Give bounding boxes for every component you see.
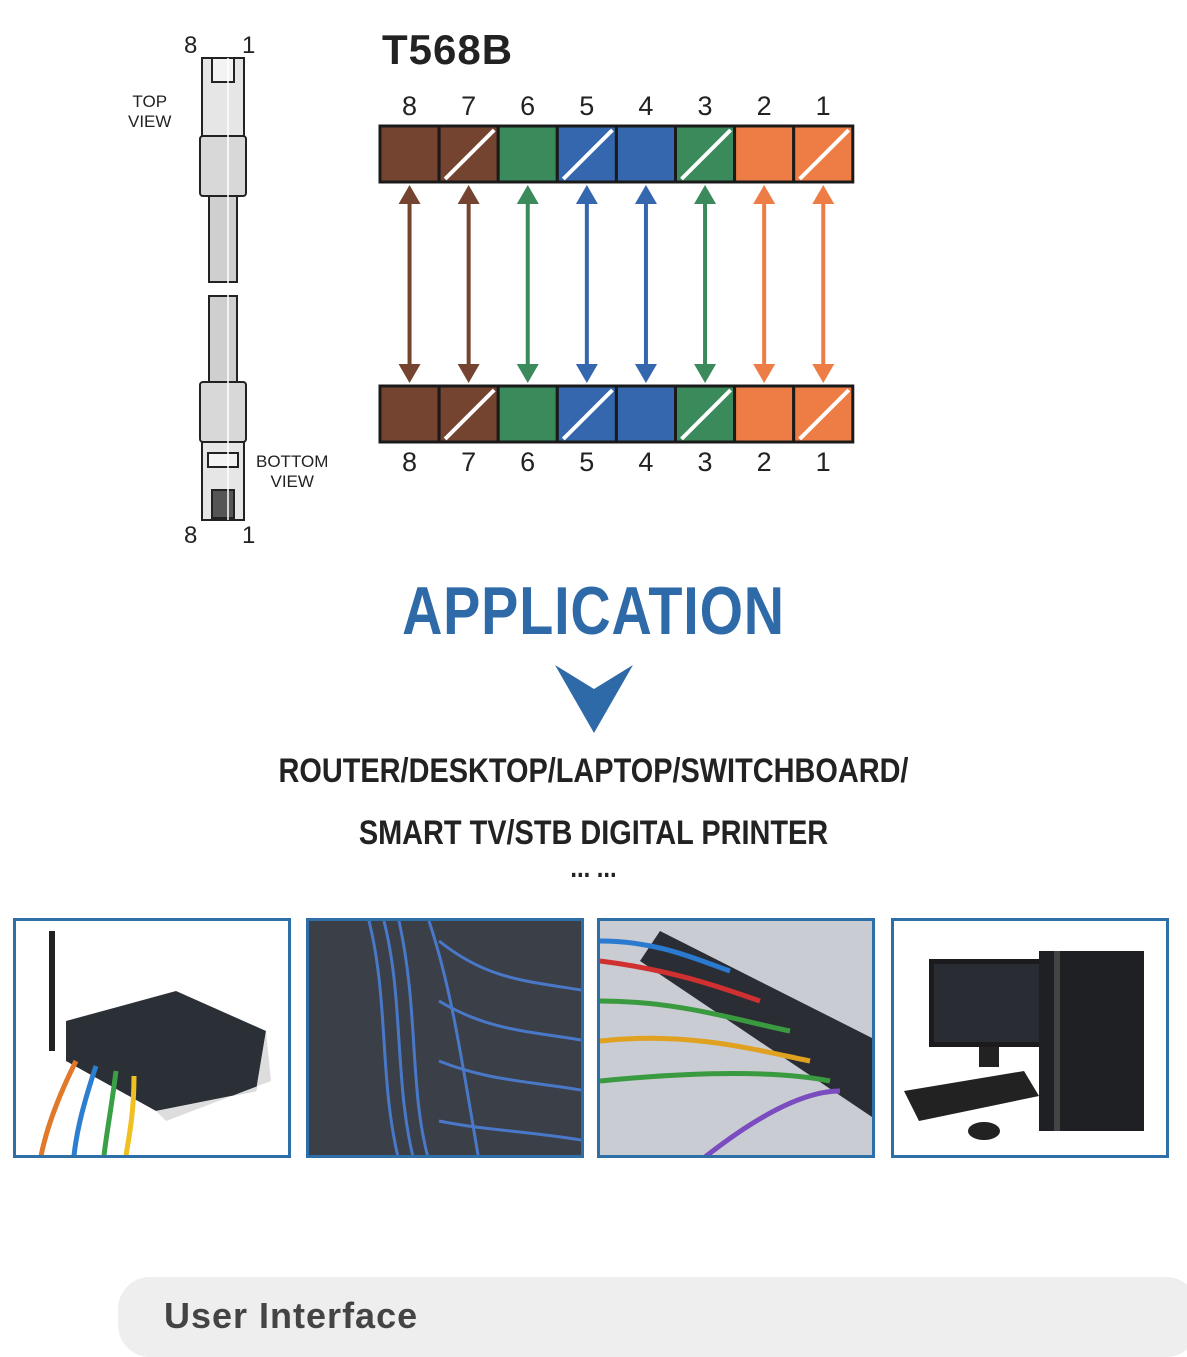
bottom-view-line1: BOTTOM — [256, 452, 329, 471]
rj45-cable-drawing — [199, 57, 247, 521]
application-list-line1: ROUTER/DESKTOP/LAPTOP/SWITCHBOARD/ — [278, 752, 909, 790]
pinout-svg — [378, 124, 855, 444]
top-pin-number: 4 — [638, 91, 654, 121]
bottom-pin-number: 7 — [461, 447, 477, 477]
top-pin-cell-2 — [733, 124, 796, 184]
desktop-computer-photo — [891, 918, 1169, 1158]
bottom-pin-1-label: 1 — [242, 522, 256, 549]
top-view-label: TOP VIEW — [128, 92, 171, 131]
bottom-view-line2: VIEW — [270, 471, 314, 491]
pin-6-connection-arrow — [516, 185, 539, 383]
white-stripe — [798, 388, 851, 441]
bottom-pin-8-label: 8 — [184, 522, 198, 549]
standard-title: T568B — [382, 26, 514, 73]
top-view-line2: VIEW — [128, 111, 172, 131]
white-stripe — [798, 128, 851, 181]
white-stripe — [443, 388, 496, 441]
top-pin-1-label: 1 — [242, 32, 256, 59]
top-pin-cell-4 — [614, 124, 678, 184]
pin-1-connection-arrow — [812, 185, 835, 383]
bottom-pin-cell-2 — [733, 384, 796, 444]
bottom-pin-number: 3 — [697, 447, 713, 477]
white-stripe — [561, 128, 614, 181]
down-arrow-icon — [555, 665, 633, 733]
top-pin-cell-6 — [496, 124, 559, 184]
top-pin-number: 2 — [756, 91, 772, 121]
bottom-pin-number: 8 — [401, 447, 418, 477]
t568b-pinout-diagram: 8 8 7 7 6 6 5 5 4 4 3 3 2 2 1 1 — [0, 0, 1187, 500]
white-stripe — [561, 388, 614, 441]
top-pin-8-label: 8 — [184, 32, 198, 59]
pin-2-connection-arrow — [753, 185, 776, 383]
top-pin-number: 1 — [815, 91, 831, 121]
top-pin-number: 3 — [697, 91, 713, 121]
top-pin-number: 6 — [520, 91, 536, 121]
top-pin-cell-8 — [378, 124, 441, 184]
bottom-pin-number: 2 — [756, 447, 772, 477]
bottom-pin-number: 4 — [638, 447, 654, 477]
white-stripe — [443, 128, 496, 181]
pin-5-connection-arrow — [575, 185, 598, 383]
pin-7-connection-arrow — [457, 185, 480, 383]
pin-8-connection-arrow — [398, 185, 421, 383]
cable-illustration: 8 1 TOP VIEW BOTTOM VIEW 8 1 — [120, 20, 360, 550]
bottom-pin-cell-4 — [614, 384, 678, 444]
top-pin-number: 7 — [461, 91, 477, 121]
white-stripe — [680, 388, 733, 441]
pin-3-connection-arrow — [694, 185, 717, 383]
bottom-pin-number: 6 — [520, 447, 536, 477]
user-interface-bar: User Interface — [118, 1277, 1187, 1357]
bottom-pin-number: 5 — [579, 447, 595, 477]
top-pin-number: 8 — [401, 91, 418, 121]
patch-panel-photo — [597, 918, 875, 1158]
white-stripe — [680, 128, 733, 181]
top-view-line1: TOP — [132, 92, 168, 111]
application-list-line2: SMART TV/STB DIGITAL PRINTER — [358, 814, 829, 852]
bottom-pin-cell-8 — [378, 384, 441, 444]
user-interface-label: User Interface — [164, 1295, 419, 1336]
router-photo — [13, 918, 291, 1158]
pin-4-connection-arrow — [634, 185, 657, 383]
bottom-view-label: BOTTOM VIEW — [256, 452, 328, 491]
application-ellipsis: ... ... — [570, 852, 617, 883]
application-heading: APPLICATION — [402, 573, 785, 649]
server-rack-photo — [306, 918, 584, 1158]
bottom-pin-cell-6 — [496, 384, 559, 444]
top-pin-number: 5 — [579, 91, 595, 121]
bottom-pin-number: 1 — [815, 447, 831, 477]
